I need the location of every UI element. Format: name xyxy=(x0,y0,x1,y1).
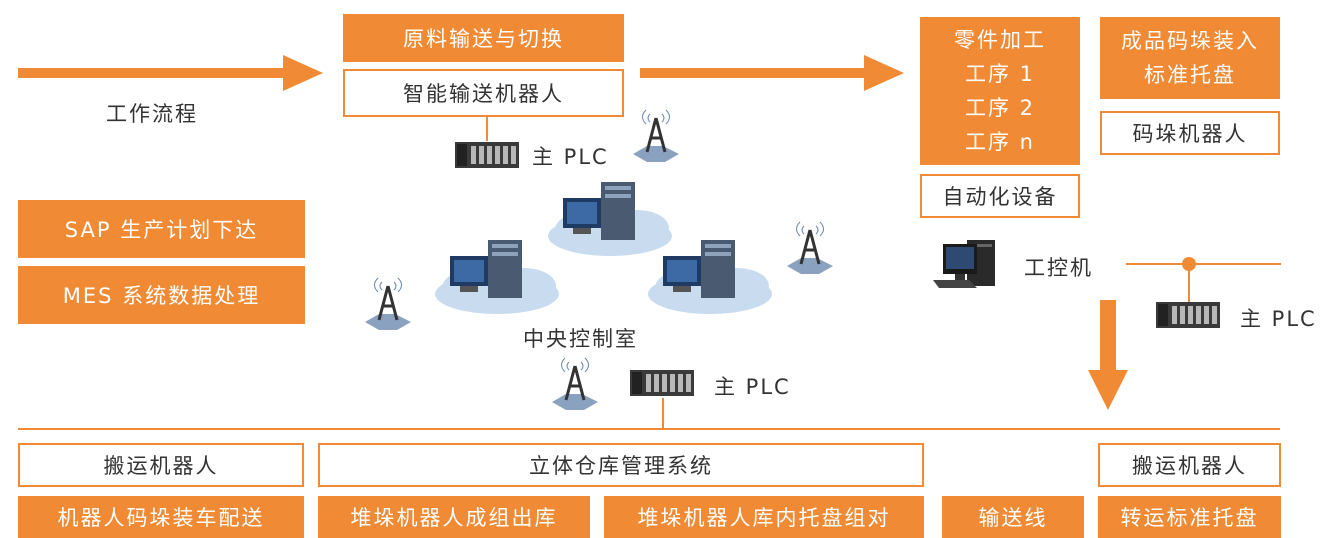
finished-goods-line-2: 标准托盘 xyxy=(1144,63,1236,87)
transfer-label: 转运标准托盘 xyxy=(1120,506,1259,530)
conveyor-box: 输送线 xyxy=(942,496,1084,538)
process-step-2: 工序 2 xyxy=(964,96,1036,120)
sap-label: SAP 生产计划下达 xyxy=(64,218,259,242)
node-drop-line xyxy=(1188,264,1190,304)
finished-goods-box: 成品码垛装入 标准托盘 xyxy=(1100,17,1280,99)
palletizing-robot-label: 码垛机器人 xyxy=(1132,122,1248,146)
plc-right-label: 主 PLC xyxy=(1240,307,1317,331)
handling-robot-left-box: 搬运机器人 xyxy=(18,443,304,487)
plc-top-label: 主 PLC xyxy=(532,145,609,169)
loading-label: 机器人码垛装车配送 xyxy=(57,506,265,530)
warehouse-mgmt-box: 立体仓库管理系统 xyxy=(318,443,924,487)
finished-goods-line-1: 成品码垛装入 xyxy=(1121,29,1259,53)
automation-box: 自动化设备 xyxy=(920,174,1080,218)
server-cloud-icon xyxy=(435,240,559,314)
ipc-connector-line xyxy=(1126,263,1281,265)
handling-robot-right-box: 搬运机器人 xyxy=(1098,443,1281,487)
workflow-arrow-middle xyxy=(640,55,904,91)
smart-robot-label: 智能输送机器人 xyxy=(403,82,564,106)
plc-icon xyxy=(455,142,519,168)
workflow-arrow-left xyxy=(18,55,323,91)
automation-label: 自动化设备 xyxy=(942,185,1058,209)
process-step-n: 工序 n xyxy=(965,130,1035,154)
bus-line xyxy=(18,428,1280,430)
ipc-label: 工控机 xyxy=(1024,256,1093,280)
robot-plc-connector xyxy=(486,117,488,141)
mes-box: MES 系统数据处理 xyxy=(18,266,305,324)
palletizing-robot-box: 码垛机器人 xyxy=(1100,111,1280,155)
server-cloud-icon xyxy=(548,182,672,256)
mes-label: MES 系统数据处理 xyxy=(62,284,261,308)
plc-icon xyxy=(630,370,694,396)
plc-bottom-label: 主 PLC xyxy=(714,375,791,399)
warehouse-mgmt-label: 立体仓库管理系统 xyxy=(529,454,713,478)
handling-robot-right-label: 搬运机器人 xyxy=(1132,454,1247,478)
material-transport-box: 原料输送与切换 xyxy=(343,14,624,62)
outbound-box: 堆垛机器人成组出库 xyxy=(318,496,590,538)
computer-icon xyxy=(933,240,995,288)
antenna-icon xyxy=(365,277,411,330)
material-transport-label: 原料输送与切换 xyxy=(403,27,564,51)
transfer-box: 转运标准托盘 xyxy=(1098,496,1281,538)
outbound-label: 堆垛机器人成组出库 xyxy=(350,506,558,530)
sap-box: SAP 生产计划下达 xyxy=(18,200,305,258)
plc-icon xyxy=(1156,302,1220,328)
workflow-label: 工作流程 xyxy=(106,102,198,126)
plc-bus-connector xyxy=(662,398,664,428)
workflow-arrow-down xyxy=(1088,300,1128,410)
parts-processing-box: 零件加工 工序 1 工序 2 工序 n xyxy=(920,17,1080,165)
server-cloud-icon xyxy=(648,240,772,314)
antenna-icon xyxy=(552,357,598,410)
conveyor-label: 输送线 xyxy=(978,506,1048,530)
antenna-icon xyxy=(633,109,679,162)
handling-robot-left-label: 搬运机器人 xyxy=(103,454,219,478)
parts-processing-title: 零件加工 xyxy=(954,28,1046,52)
smart-robot-box: 智能输送机器人 xyxy=(343,69,624,117)
process-step-1: 工序 1 xyxy=(964,62,1036,86)
loading-box: 机器人码垛装车配送 xyxy=(18,496,304,538)
antenna-icon xyxy=(787,221,833,274)
central-room-label: 中央控制室 xyxy=(523,327,638,351)
pairing-label: 堆垛机器人库内托盘组对 xyxy=(637,506,891,530)
pairing-box: 堆垛机器人库内托盘组对 xyxy=(604,496,924,538)
